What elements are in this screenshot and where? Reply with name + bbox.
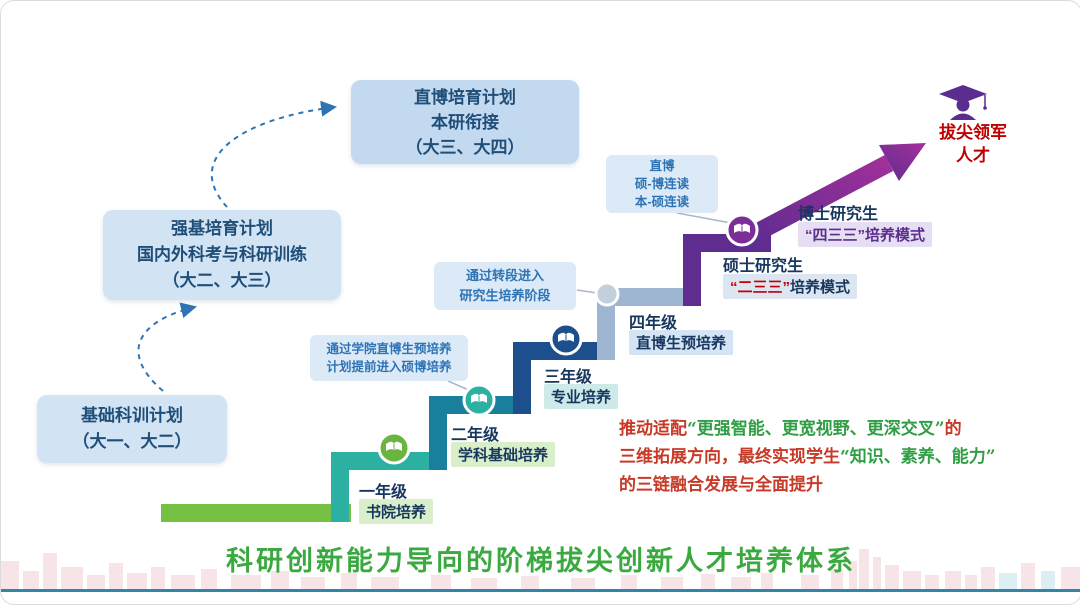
paragraph-segment: “更强智能、更宽视野、更深交叉” [687,419,945,439]
callout-transition: 通过转段进入 研究生培养阶段 [434,262,576,310]
bottom-accent-line [1,589,1080,592]
plan-box-basic-training: 基础科训计划 （大一、大二） [37,395,227,463]
grade-highlight-master: “二三三”培养模式 [723,274,858,299]
grade-highlight-year4: 直博生预培养 [629,330,734,355]
paragraph-line: 三维拓展方向，最终实现学生“知识、素养、能力” [619,443,1064,471]
paragraph-segment: 的 [944,419,962,439]
plan-line: 本研衔接 [431,112,499,132]
callout-line: 本-硕连读 [634,195,690,209]
master-mode-accent: “二三三” [730,279,791,296]
skyline-silhouette-teal [999,571,1055,589]
dashed-arrow-icon [137,100,337,392]
summit-arrow-icon [751,143,926,241]
book-icon [462,383,496,417]
grade-label-year3: 三年级 [544,369,593,386]
grade-label-year1: 一年级 [359,484,408,501]
plan-line: （大三、大四） [405,137,525,157]
grade-highlight-phd: “四三三”培养模式 [798,222,933,247]
grade-label-year4: 四年级 [629,315,678,332]
plan-line: 强基培育计划 [171,219,273,238]
summit-line: 人才 [956,146,990,165]
summit-line: 拔尖领军 [939,123,1007,142]
callout-direct-phd-paths: 直博 硕-博连读 本-硕连读 [606,155,718,213]
graduate-icon [939,85,987,120]
plan-line: 基础科训计划 [81,406,183,425]
node-icon [594,281,620,307]
callout-precultivation: 通过学院直博生预培养 计划提前进入硕博培养 [310,335,468,381]
callout-line: 研究生培养阶段 [459,288,551,303]
callout-line: 硕-博连读 [634,177,690,191]
grade-highlight-year2: 学科基础培养 [451,442,556,467]
grade-label-master: 硕士研究生 [723,258,804,275]
paragraph-segment: 推动适配 [619,419,687,439]
summit-label: 拔尖领军 人才 [921,121,1025,167]
grade-highlight-year1: 书院培养 [359,499,434,524]
page-title: 科研创新能力导向的阶梯拔尖创新人才培养体系 [226,546,856,577]
paragraph-segment: 三维拓展方向，最终实现学生 [619,447,840,467]
plan-box-direct-phd: 直博培育计划 本研衔接 （大三、大四） [351,80,579,164]
grade-highlight-year3: 专业培养 [544,384,619,409]
master-mode-rest: 培养模式 [790,279,851,296]
book-icon [549,322,583,356]
plan-line: 国内外科考与科研训练 [137,245,307,264]
plan-line: （大一、大二） [72,432,192,451]
plan-line: （大二、大三） [162,271,282,290]
book-icon [377,431,411,465]
callout-line: 通过学院直博生预培养 [326,342,452,356]
callout-line: 直博 [649,159,675,173]
callout-line: 计划提前进入硕博培养 [326,360,452,374]
paragraph-segment: 的三链融合发展与全面提升 [619,475,823,495]
callout-line: 通过转段进入 [465,268,544,283]
grade-label-phd: 博士研究生 [798,206,879,223]
skyline-silhouette [1,549,1080,589]
paragraph-segment: “知识、素养、能力” [840,447,996,467]
book-icon [725,213,759,247]
paragraph-line: 推动适配“更强智能、更宽视野、更深交叉”的 [619,415,1064,443]
plan-box-strong-foundation: 强基培育计划 国内外科考与科研训练 （大二、大三） [103,210,341,300]
grade-label-year2: 二年级 [451,427,500,444]
plan-line: 直博培育计划 [414,87,516,107]
staircase-steps [161,234,771,522]
paragraph-line: 的三链融合发展与全面提升 [619,471,1064,499]
development-paragraph: 推动适配“更强智能、更宽视野、更深交叉”的 三维拓展方向，最终实现学生“知识、素… [619,415,1064,499]
